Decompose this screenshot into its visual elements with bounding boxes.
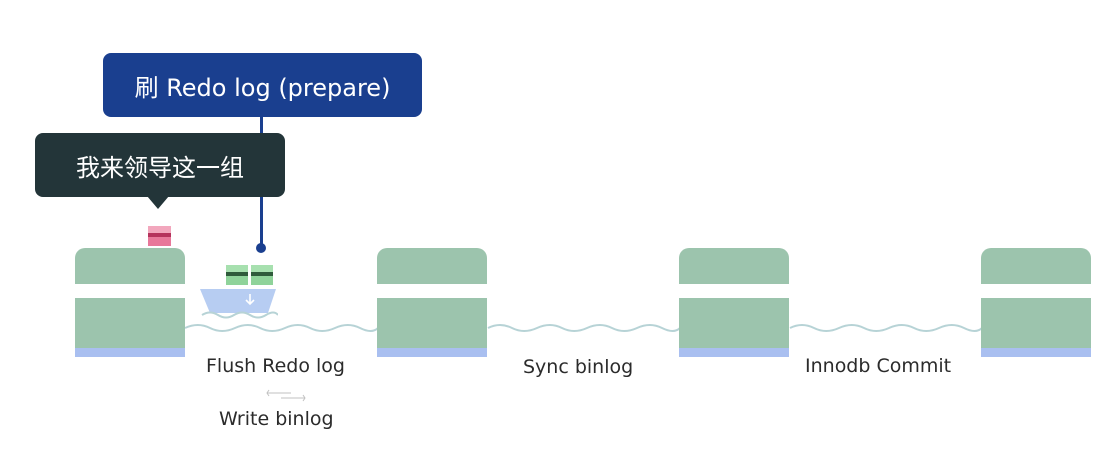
station-2-body [377, 298, 487, 348]
prepare-callout: 刷 Redo log (prepare) [103, 53, 422, 117]
down-arrow-icon [245, 294, 255, 306]
pink-transaction-icon [148, 226, 171, 246]
water-line [184, 324, 983, 332]
station-4-base [981, 348, 1091, 357]
leader-callout-text: 我来领导这一组 [76, 153, 244, 182]
station-1-top [75, 248, 185, 284]
station-3-base [679, 348, 789, 357]
station-2-top [377, 248, 487, 284]
station-1-body [75, 298, 185, 348]
write-binlog-label: Write binlog [219, 408, 334, 430]
station-3 [679, 248, 789, 358]
switch-arrows-icon [266, 389, 306, 402]
station-4-body [981, 298, 1091, 348]
callout-connector [260, 197, 263, 245]
station-3-top [679, 248, 789, 284]
cargo-boat-icon [200, 265, 278, 319]
leader-callout-pointer [147, 196, 169, 209]
station-1 [75, 248, 185, 358]
station-2-base [377, 348, 487, 357]
station-4 [981, 248, 1091, 358]
station-4-top [981, 248, 1091, 284]
callout-connector-top [260, 117, 263, 133]
sync-binlog-label: Sync binlog [523, 356, 634, 378]
leader-callout: 我来领导这一组 [35, 133, 285, 197]
connector-dot [256, 243, 266, 253]
station-1-base [75, 348, 185, 357]
prepare-callout-text: 刷 Redo log (prepare) [134, 73, 391, 102]
station-2 [377, 248, 487, 358]
innodb-commit-label: Innodb Commit [805, 355, 952, 377]
station-3-body [679, 298, 789, 348]
flush-redo-log-label: Flush Redo log [206, 355, 345, 377]
